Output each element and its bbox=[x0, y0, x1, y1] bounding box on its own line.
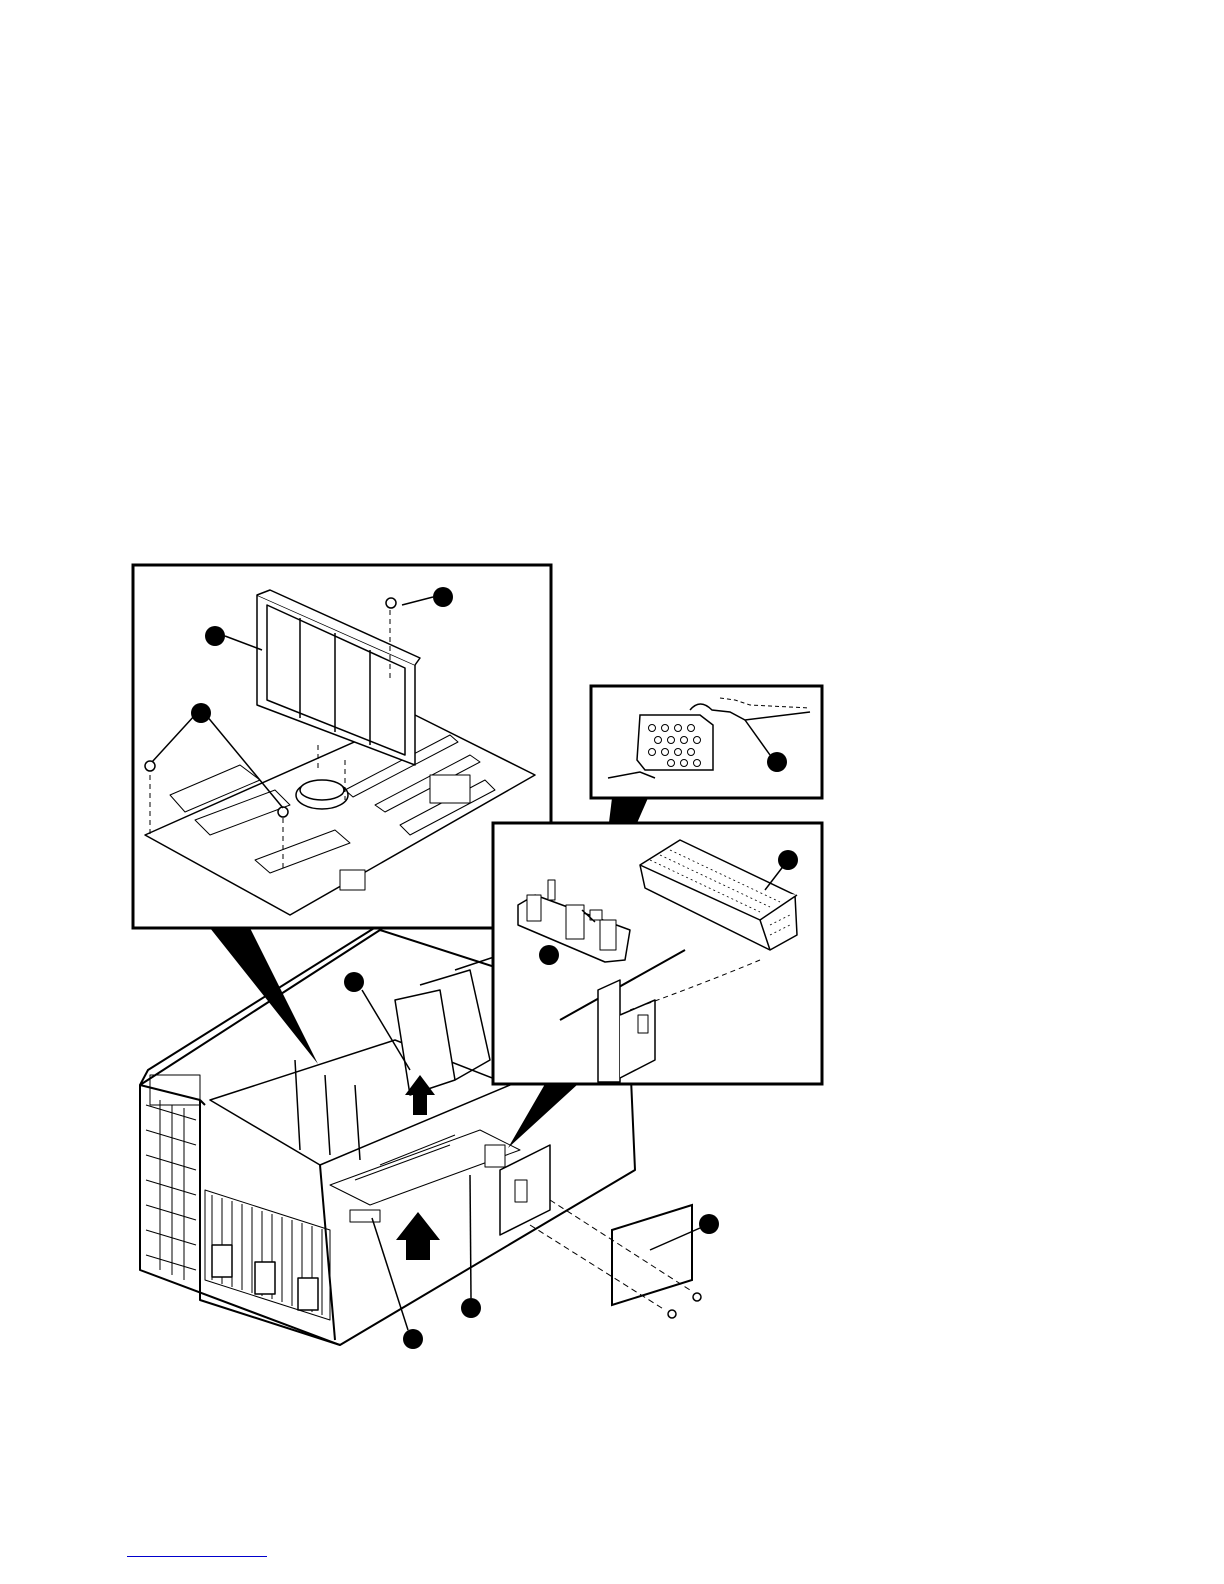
callout-marker bbox=[767, 752, 787, 772]
callout-marker bbox=[433, 587, 453, 607]
callout-marker bbox=[403, 1329, 423, 1349]
callout-marker bbox=[461, 1298, 481, 1318]
callout-marker bbox=[344, 972, 364, 992]
callout-marker bbox=[191, 703, 211, 723]
footer-rule bbox=[127, 1556, 267, 1557]
callout-marker bbox=[539, 945, 559, 965]
callout-marker bbox=[699, 1214, 719, 1234]
callout-marker bbox=[778, 850, 798, 870]
screw-icon bbox=[668, 1293, 701, 1318]
callout-marker bbox=[205, 626, 225, 646]
